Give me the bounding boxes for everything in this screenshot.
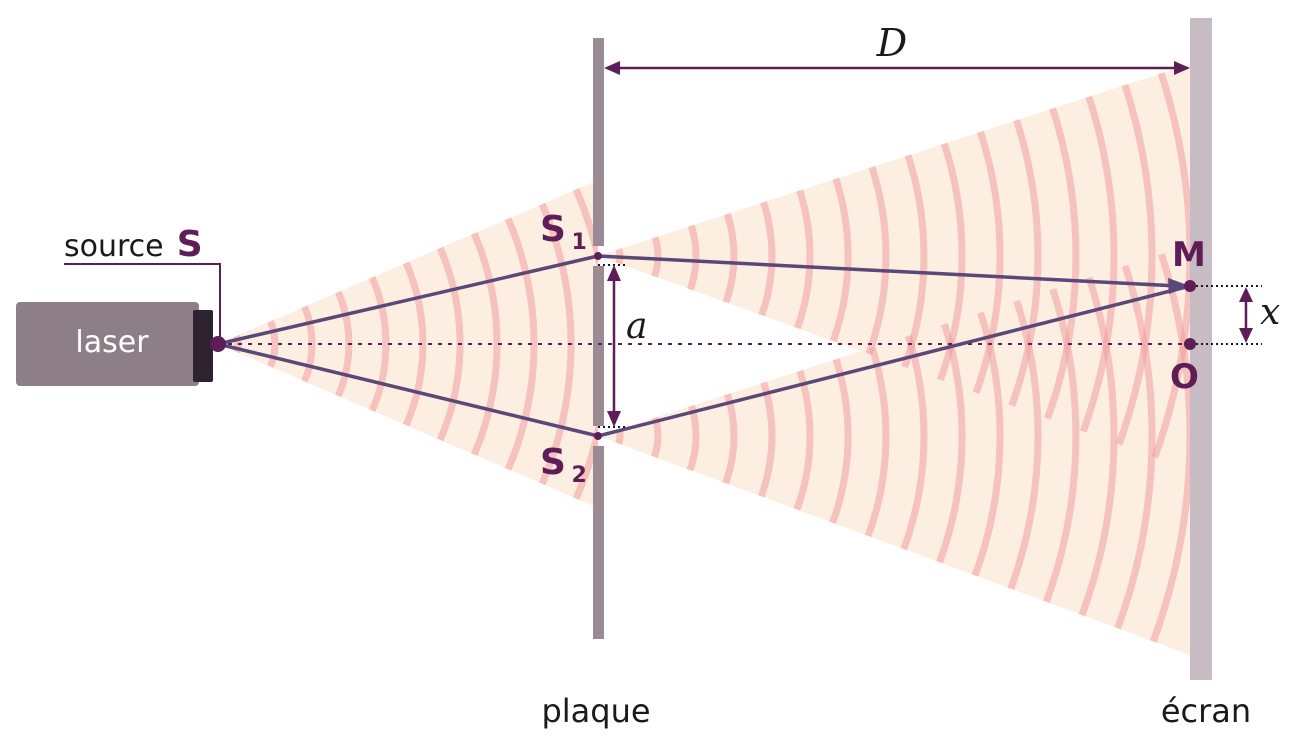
slit-s1-index: 1 (572, 230, 587, 255)
source-label: source S (64, 224, 203, 265)
light-cone-s2 (598, 245, 1190, 655)
plate-segment-top (593, 38, 604, 246)
plate-segment-middle (593, 266, 604, 426)
dim-d-arrow-left (604, 61, 620, 75)
wavefront-s1-arc (1015, 64, 1118, 470)
dim-x-arrow-top (1239, 287, 1253, 302)
dim-a-label: a (626, 306, 647, 347)
dim-x-label: x (1260, 292, 1280, 333)
point-o (1184, 338, 1196, 350)
slit-s1-letter: S (540, 209, 566, 250)
slit-s2-index: 2 (572, 463, 587, 488)
source-callout-line (64, 263, 221, 340)
slit-s2-label: S 2 (540, 442, 587, 488)
plate-segment-bottom (593, 446, 604, 639)
source-label-symbol: S (177, 224, 203, 265)
dim-x-arrow-bottom (1239, 328, 1253, 343)
slit-s1-label: S 1 (540, 209, 587, 255)
laser-label: laser (75, 325, 149, 360)
source-label-prefix: source (64, 229, 164, 264)
dim-a-arrow-top (607, 265, 621, 281)
wavefront-s2-arc (1046, 245, 1156, 655)
slit-s2-letter: S (540, 442, 566, 483)
dim-a-arrow-bottom (607, 411, 621, 427)
laser-body (16, 302, 199, 386)
point-m (1184, 280, 1196, 292)
point-o-label: O (1170, 357, 1199, 397)
dim-d-arrow-right (1174, 61, 1190, 75)
slit-s1-point (594, 252, 602, 260)
screen-label: écran (1161, 692, 1251, 730)
wavefront-s2-arc (1076, 245, 1190, 655)
dim-d-label: D (876, 21, 907, 65)
wavefront-source-arc (231, 330, 242, 358)
screen-bar (1190, 18, 1212, 680)
point-m-label: M (1172, 235, 1206, 275)
wavefront-s1-arc (1076, 64, 1190, 470)
slit-s2-point (594, 432, 602, 440)
plate-label: plaque (541, 692, 650, 730)
source-point (210, 336, 226, 352)
laser-cap (193, 310, 213, 382)
wavefront-s1-arc (1046, 64, 1156, 470)
